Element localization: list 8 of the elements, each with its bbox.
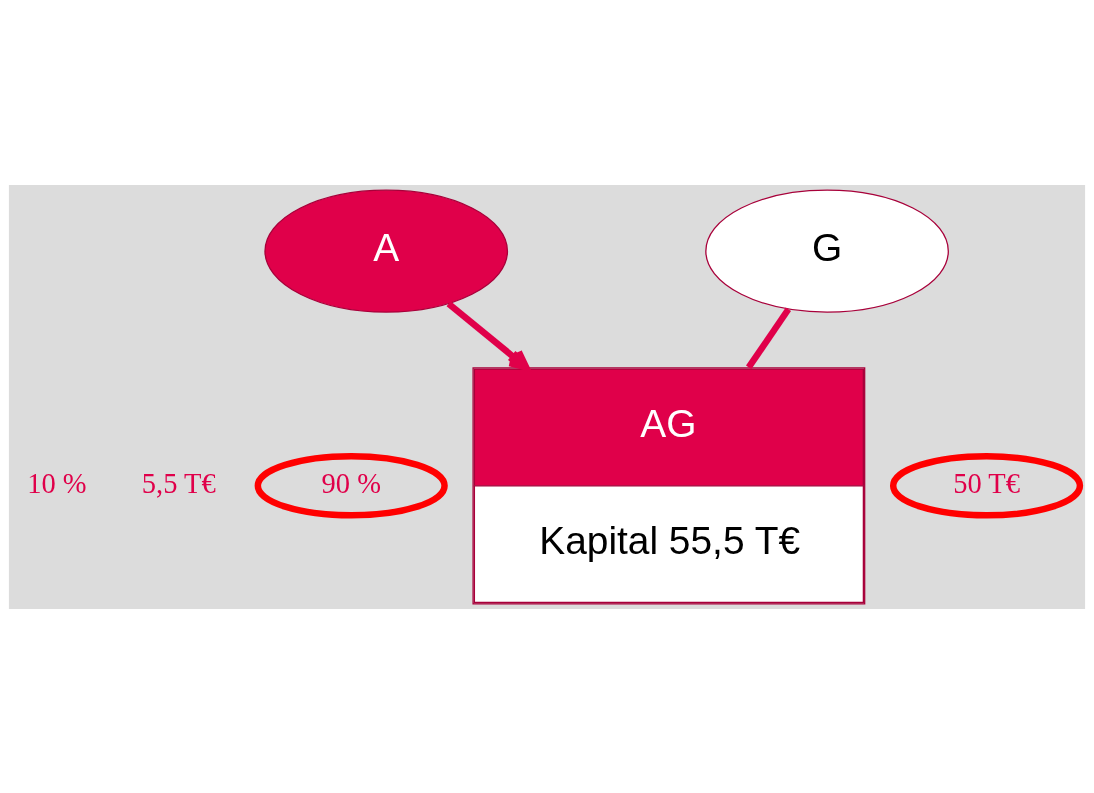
label: 10 % bbox=[27, 467, 87, 499]
node-ellipse: A bbox=[264, 189, 509, 313]
connector bbox=[746, 306, 792, 369]
label: 5,5 T€ bbox=[141, 467, 216, 499]
arrow bbox=[446, 300, 530, 371]
node-ellipse: G bbox=[705, 189, 949, 313]
node-ellipse: 50 T€ bbox=[889, 452, 1084, 519]
node-ellipse: 90 % bbox=[254, 452, 448, 519]
